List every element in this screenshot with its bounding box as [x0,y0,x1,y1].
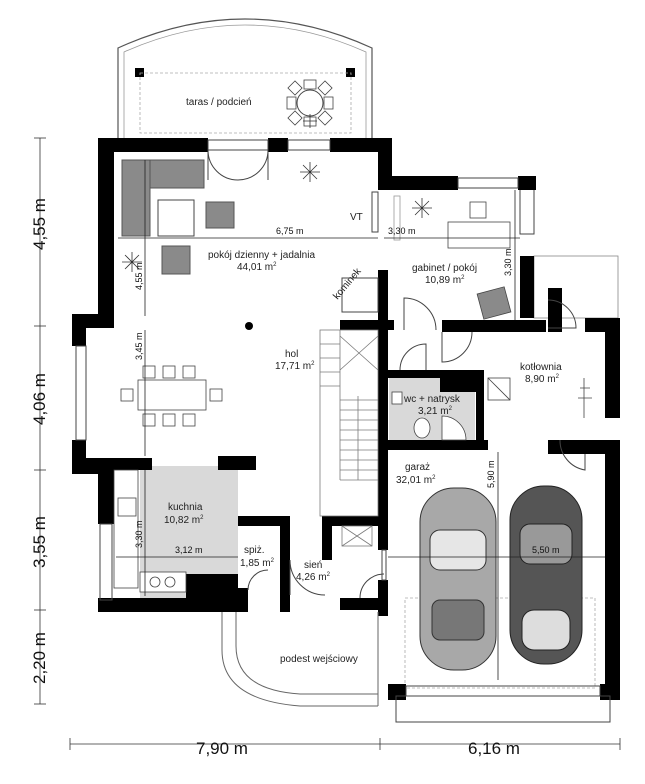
kitchen-area: 10,82 m2 [164,515,204,526]
armchair [205,201,235,229]
boiler-terrace [533,255,619,319]
outer-dimension-labels: 4,55 m 4,06 m 3,55 m 2,20 m 7,90 m 6,16 … [30,198,520,758]
inner-dimension-labels: 6,75 m 4,55 m 3,30 m 3,30 m 3,45 m 3,30 … [134,226,560,555]
vestibule-name: sień [304,560,322,571]
boiler-name: kotłownia [520,362,562,373]
living-furniture [121,159,379,313]
garage-name: garaż [405,462,430,473]
wc-name: wc + natrysk [403,394,461,405]
pantry-area: 1,85 m2 [240,558,275,569]
garage-parking-area [404,597,596,689]
terrace-outline-inner [123,24,367,138]
dim-kitchen-height: 3,30 m [134,520,144,548]
vestibule-area: 4,26 m2 [296,572,331,583]
terrace: taras / podcień [117,18,373,138]
staircase [319,329,379,547]
dim-living-height: 4,55 m [134,262,144,290]
terrace-pillar [135,68,144,77]
boiler-area: 8,90 m2 [525,374,560,385]
dim-office-height: 3,30 m [503,248,513,276]
dim-garage-height: 5,90 m [486,460,496,488]
porch [221,612,379,707]
dim-living-width: 6,75 m [276,226,304,236]
outer-dim-left-4: 2,20 m [30,632,49,684]
office-furniture [393,195,512,320]
kitchen-furniture [113,469,187,593]
terrace-pillar [346,68,355,77]
hall-name: hol [285,349,298,360]
dim-garage-width: 5,50 m [532,545,560,555]
dim-office-width: 3,30 m [388,226,416,236]
pantry-name: spiż. [244,545,265,556]
column-marker [245,322,253,330]
outer-dimension-lines [34,137,621,750]
dimension-lines [116,160,605,680]
vt-panel [371,191,379,233]
fireplace-unit [341,277,379,313]
car-light [419,487,497,671]
kitchen-name: kuchnia [168,502,203,513]
outer-dim-left-1: 4,55 m [30,198,49,250]
armchair [161,245,191,275]
terrace-inner-frame [139,72,352,134]
terrace-label: taras / podcień [186,97,252,108]
living-room-area: 44,01 m2 [237,262,277,273]
office-name: gabinet / pokój [412,263,477,274]
bathroom-fixtures [391,391,467,441]
plant-icon [122,114,432,272]
dim-hall-height: 3,45 m [134,332,144,360]
windows [75,139,611,723]
office-area: 10,89 m2 [425,275,465,286]
terrace-outline [117,18,373,138]
outer-dim-bottom-2: 6,16 m [468,739,520,758]
dim-kitchen-width: 3,12 m [175,545,203,555]
car-dark [509,485,583,665]
dining-set [120,365,223,427]
vt-label: VT [350,212,363,223]
porch-label: podest wejściowy [280,654,358,665]
garage-area: 32,01 m2 [396,475,436,486]
doors [207,149,586,599]
living-room-name: pokój dzienny + jadalnia [208,250,315,261]
outer-dim-left-3: 3,55 m [30,516,49,568]
coffee-table [157,199,195,237]
hall-area: 17,71 m2 [275,361,315,372]
sofa [121,159,151,237]
wc-area: 3,21 m2 [418,406,453,417]
outer-dim-bottom-1: 7,90 m [196,739,248,758]
outer-dim-left-2: 4,06 m [30,373,49,425]
boiler-equipment [487,377,592,418]
